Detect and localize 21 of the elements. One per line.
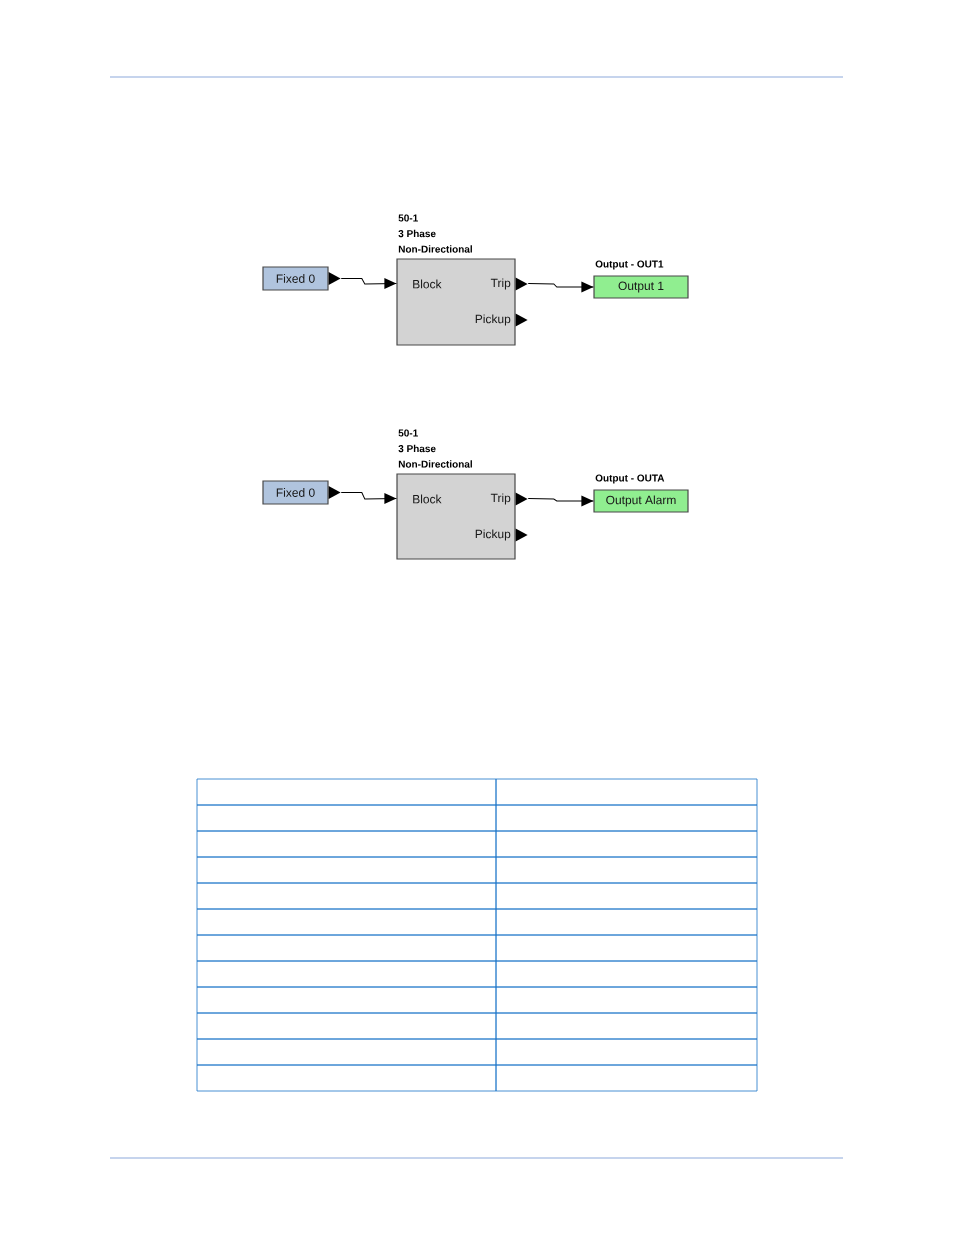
node-label: Pickup (475, 314, 511, 326)
block-title: 50-1 (398, 214, 418, 222)
block-title: Output - OUTA (595, 474, 665, 484)
block-title: Non-Directional (398, 245, 472, 253)
output-box: Output Alarm (593, 489, 689, 513)
source-box: Fixed 0 (262, 266, 329, 291)
block-title: 3 Phase (398, 229, 436, 238)
function-block: Block Trip Pickup (396, 473, 516, 560)
connector-arrow (340, 277, 397, 289)
block-title: Output - OUT1 (595, 260, 664, 270)
node-label: Block (413, 279, 442, 289)
block-title: Non-Directional (398, 460, 472, 468)
connector-arrow (340, 492, 397, 504)
output-box: Output 1 (593, 275, 689, 299)
source-box: Fixed 0 (262, 480, 329, 505)
block-title: 3 Phase (398, 444, 436, 453)
connector-arrow (527, 281, 594, 293)
connector-arrow (527, 495, 594, 507)
function-block: Block Trip Pickup (396, 258, 516, 346)
node-label: Trip (490, 278, 511, 290)
block-title: 50-1 (398, 429, 418, 437)
